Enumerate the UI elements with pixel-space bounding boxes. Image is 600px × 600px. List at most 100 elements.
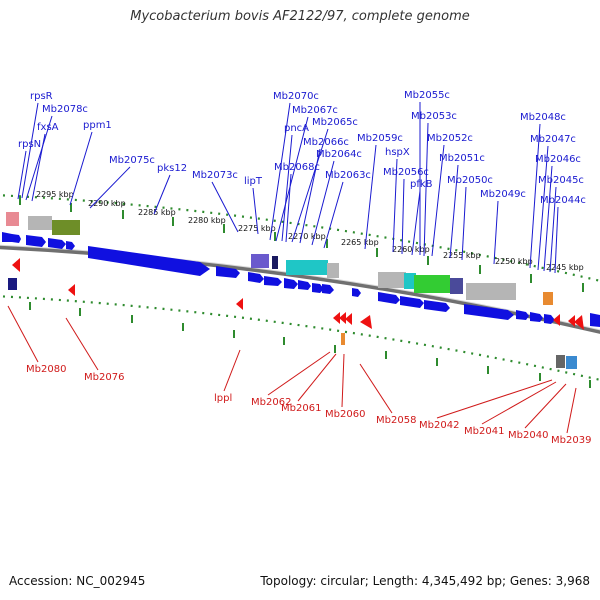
gene-arrow <box>284 278 298 289</box>
reverse-box-Mb2060 <box>341 333 345 345</box>
leader-line-Mb2068c <box>285 173 292 243</box>
forward-features <box>6 212 553 305</box>
gene-arrow <box>352 288 361 297</box>
gene-arrow <box>530 312 543 322</box>
gene-label-Mb2041: Mb2041 <box>464 426 504 437</box>
gene-label-Mb2050c: Mb2050c <box>447 175 493 186</box>
gene-label-lppl: lppl <box>214 393 232 404</box>
gene-label-rpsR: rpsR <box>30 91 53 102</box>
reverse-arrow-lppl <box>236 298 243 310</box>
gene-label-Mb2065c: Mb2065c <box>312 117 358 128</box>
leader-line-Mb2042 <box>436 379 553 419</box>
gene-label-Mb2048c: Mb2048c <box>520 112 566 123</box>
leader-line-Mb2046c <box>543 165 553 272</box>
leader-line-Mb2070c <box>269 102 291 241</box>
reverse-arrow-Mb2060 <box>345 313 352 325</box>
gene-label-Mb2056c: Mb2056c <box>383 167 429 178</box>
gene-arrow <box>544 314 555 324</box>
leader-line-Mb2045c <box>549 186 557 273</box>
kbp-tick-label: 2260 kbp <box>392 245 430 254</box>
gene-label-Mb2064c: Mb2064c <box>316 149 362 160</box>
feature-box-Mb2045c <box>543 292 553 305</box>
leader-line-Mb2047c <box>537 145 549 271</box>
major-ticks <box>19 196 591 388</box>
reverse-arrow-Mb2041 <box>568 315 575 327</box>
leader-line-fxsA <box>31 133 46 202</box>
reverse-arrow-Mb2040 <box>574 315 584 330</box>
gene-arrow <box>424 300 450 312</box>
gene-label-lipT: lipT <box>244 176 263 187</box>
leader-line-Mb2056c <box>401 178 405 255</box>
leader-line-Mb2078c <box>25 115 53 201</box>
gene-label-Mb2058: Mb2058 <box>376 415 416 426</box>
leader-line-pfkB <box>411 190 421 256</box>
kbp-tick-label: 2265 kbp <box>341 238 379 247</box>
gene-label-Mb2042: Mb2042 <box>419 420 459 431</box>
gene-label-pks12: pks12 <box>157 163 187 174</box>
kbp-tick-label: 2275 kbp <box>238 224 276 233</box>
gene-label-Mb2059c: Mb2059c <box>357 133 403 144</box>
gene-label-Mb2075c: Mb2075c <box>109 155 155 166</box>
feature-box-rpsR <box>6 212 19 226</box>
leader-line-Mb2052c <box>431 144 445 257</box>
leader-line-Mb2076 <box>65 317 99 371</box>
gene-label-Mb2067c: Mb2067c <box>292 105 338 116</box>
gene-label-Mb2062: Mb2062 <box>251 397 291 408</box>
gene-label-Mb2066c: Mb2066c <box>303 137 349 148</box>
reverse-box-Mb2040 <box>566 356 577 369</box>
gene-label-fxsA: fxsA <box>37 122 59 133</box>
gene-arrow <box>248 272 264 283</box>
feature-box-hspX <box>404 273 416 289</box>
gene-arrow <box>12 234 21 243</box>
topology-summary: Topology: circular; Length: 4,345,492 bp… <box>260 574 590 588</box>
feature-box-Mb2049c <box>466 283 516 300</box>
kbp-tick-label: 2270 kbp <box>288 232 326 241</box>
reverse-arrow-Mb2076 <box>68 284 75 296</box>
leader-line-Mb2039 <box>566 387 577 434</box>
feature-box-pncA <box>286 260 328 275</box>
feature-box-Mb2059c <box>378 272 406 288</box>
leader-line-lppl <box>223 349 241 392</box>
feature-box-Mb2063c <box>327 263 339 278</box>
leader-line-pks12 <box>153 174 171 215</box>
gene-arrow <box>298 280 311 290</box>
reverse-features <box>8 258 584 369</box>
feature-box-lipT <box>251 254 269 268</box>
kbp-tick-label: 2290 kbp <box>88 199 126 208</box>
gene-label-Mb2040: Mb2040 <box>508 430 548 441</box>
feature-box-Mb2078c <box>28 216 52 230</box>
kbp-tick-label: 2295 kbp <box>36 190 74 199</box>
leader-line-Mb2060 <box>341 353 345 408</box>
gene-label-Mb2045c: Mb2045c <box>538 175 584 186</box>
kbp-tick-label: 2250 kbp <box>495 257 533 266</box>
gene-arrow <box>66 241 75 250</box>
leader-line-Mb2064c <box>311 160 335 246</box>
kbp-tick-label: 2285 kbp <box>138 208 176 217</box>
leader-line-Mb2080 <box>7 305 39 363</box>
gene-arrow <box>312 283 324 293</box>
leader-line-pncA <box>281 134 293 242</box>
leader-line-ppm1 <box>69 131 93 206</box>
gene-label-ppm1: ppm1 <box>83 120 112 131</box>
gene-arrow <box>400 296 424 308</box>
forward-leader-lines <box>17 102 559 274</box>
leader-line-Mb2048c <box>529 123 541 269</box>
reverse-arrow-Mb2062 <box>333 312 340 324</box>
gene-label-Mb2078c: Mb2078c <box>42 104 88 115</box>
reverse-dotted-track <box>0 295 600 382</box>
forward-dotted-track <box>0 194 600 282</box>
gene-arrow <box>464 304 514 320</box>
leader-line-Mb2040 <box>524 383 567 429</box>
kbp-tick-label: 2245 kbp <box>546 263 584 272</box>
feature-box-Mb2051c <box>450 278 463 294</box>
map-title: Mycobacterium bovis AF2122/97, complete … <box>130 9 470 24</box>
leader-line-Mb2053c <box>423 122 429 257</box>
feature-box-ppm1 <box>52 220 80 235</box>
kbp-tick-label: 2280 kbp <box>188 216 226 225</box>
feature-box-pfkB <box>414 275 450 293</box>
gene-label-Mb2080: Mb2080 <box>26 364 66 375</box>
reverse-box-Mb2041 <box>556 355 565 368</box>
feature-box-Mb2070c <box>272 256 278 269</box>
gene-label-Mb2053c: Mb2053c <box>411 111 457 122</box>
gene-label-Mb2049c: Mb2049c <box>480 189 526 200</box>
